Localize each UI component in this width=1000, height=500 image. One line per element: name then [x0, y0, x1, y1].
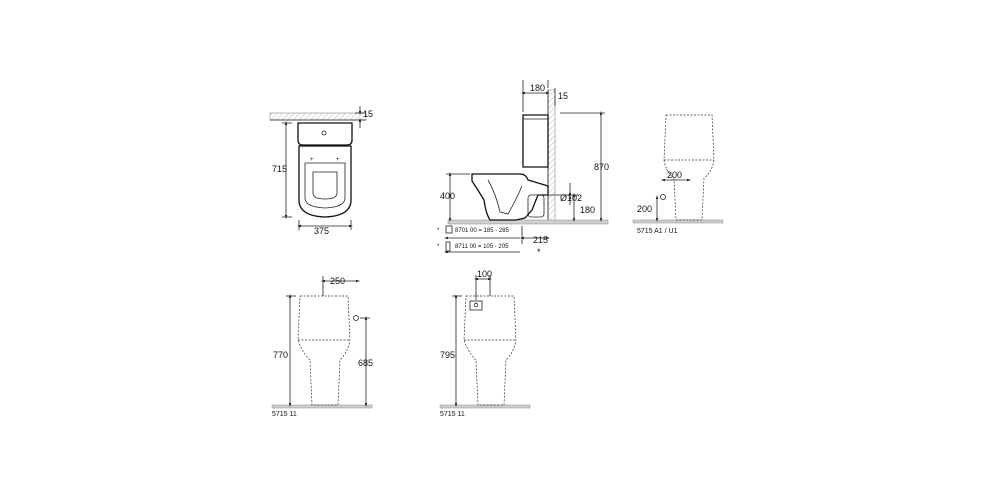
dim-wall-gap-top: 15: [363, 109, 373, 119]
dim-left-total: 770: [273, 350, 288, 360]
toilet-front-dashed-middle: [463, 295, 517, 406]
inlet-box-middle: [469, 300, 483, 311]
bowl-outline: [298, 145, 352, 218]
bowl-side: [471, 173, 549, 221]
dim-total-height: 870: [594, 162, 609, 172]
wall-hatch-side: [547, 89, 556, 223]
dim-width: 375: [314, 226, 329, 236]
inlet-marker-right: [660, 194, 666, 200]
flush-button: [321, 130, 327, 136]
toilet-front-dashed-right: [663, 114, 715, 221]
asterisk-marker: *: [537, 247, 541, 257]
front-view-right: 200 200 5715 A1 / U1: [632, 114, 724, 235]
side-view: 180 15 870 400 Ø102 180 215 * * 8701 00 …: [437, 80, 609, 257]
dim-middle-offset: 100: [477, 269, 492, 279]
dim-middle-total: 795: [440, 350, 455, 360]
model-label-middle: 5715 11: [440, 411, 465, 418]
connector-2-icon: [445, 241, 451, 252]
dim-seat-height: 400: [440, 191, 455, 201]
model-label-left: 5715 11: [272, 411, 297, 418]
dim-outlet-offset: 215: [533, 235, 548, 245]
connector-1-icon: [445, 225, 453, 234]
dim-outlet-diameter: Ø102: [560, 193, 582, 203]
dim-right-h: 200: [667, 170, 682, 180]
connector-2-label: 8711 00 = 105 - 205: [455, 244, 509, 250]
dim-wall-gap-side: 15: [558, 91, 568, 101]
inlet-marker-left: [353, 315, 359, 321]
hinge-mark-left: +: [310, 157, 314, 163]
dim-outlet-height: 180: [580, 205, 595, 215]
front-view-middle: 100 795 5715 11: [439, 269, 531, 418]
tank-side: [522, 114, 549, 168]
connector-2-asterisk: *: [437, 244, 440, 250]
model-label-right: 5715 A1 / U1: [637, 228, 678, 235]
connector-1-label: 8701 00 = 185 - 285: [455, 228, 510, 234]
floor-left: [271, 404, 373, 409]
dim-left-offset: 250: [330, 276, 345, 286]
floor-side: [447, 219, 609, 225]
dim-right-v: 200: [637, 204, 652, 214]
dim-left-inlet: 685: [358, 358, 373, 368]
top-view: + + 715 375 15: [269, 106, 373, 236]
wall-hatch: [269, 112, 367, 121]
tank-outline: [297, 122, 353, 146]
seat-outline: [304, 162, 346, 209]
connector-1-asterisk: *: [437, 228, 440, 234]
dim-tank-depth: 180: [530, 83, 545, 93]
floor-middle: [439, 404, 531, 409]
inlet-marker-middle: [473, 302, 479, 308]
trapway: [487, 179, 523, 215]
front-view-left: 250 685 770 5715 11: [271, 276, 373, 418]
toilet-front-dashed-left: [297, 295, 351, 406]
outlet-pipe: [527, 194, 545, 218]
hinge-mark-right: +: [336, 157, 340, 163]
dim-depth: 715: [272, 164, 287, 174]
floor-right: [632, 219, 724, 224]
seat-opening: [312, 171, 338, 200]
